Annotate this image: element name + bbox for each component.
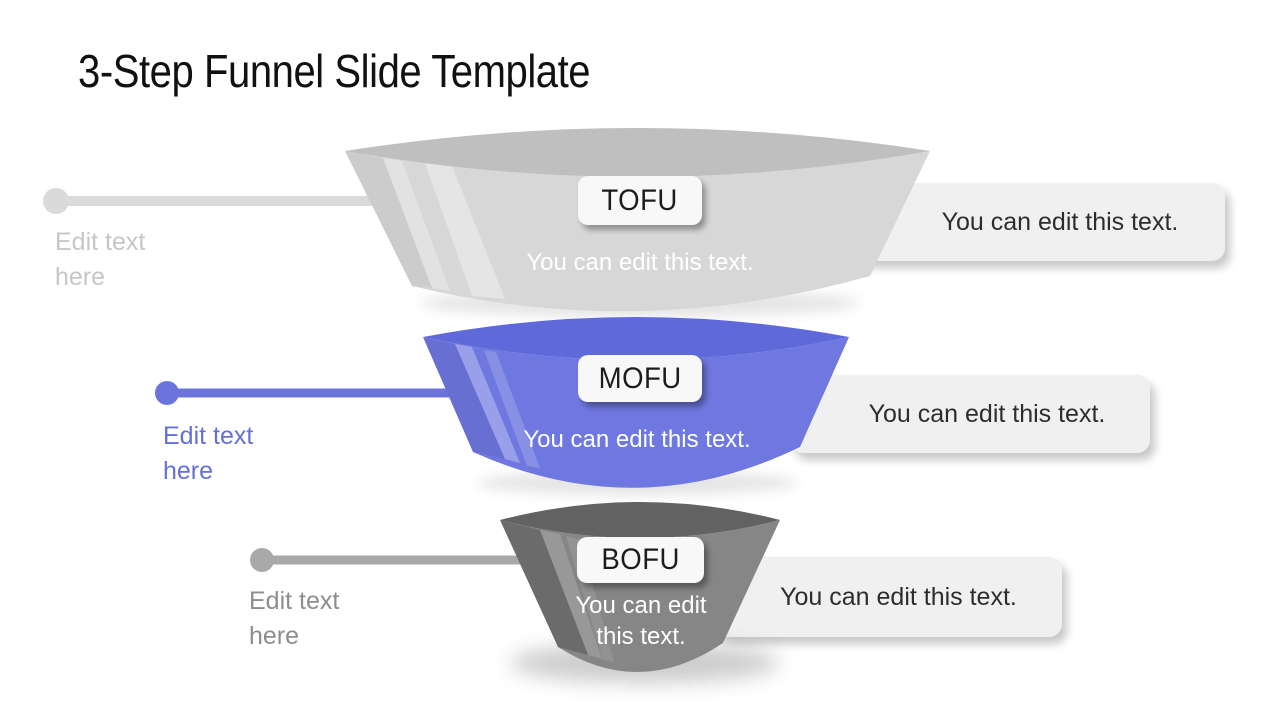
mofu-funnel-top[interactable] [423,317,849,360]
mofu-connector [155,381,480,405]
tofu-edit-label[interactable]: Edit text here [55,228,146,291]
tofu-note-box[interactable]: You can edit this text. [855,183,1225,261]
tofu-note-text: You can edit this text. [941,207,1179,236]
tofu-connector-dot [43,188,69,214]
tofu-tag[interactable]: TOFU [578,176,702,225]
bofu-tag-label: BOFU [601,543,680,576]
slide-title[interactable]: 3-Step Funnel Slide Template [78,45,591,97]
mofu-note-box[interactable]: You can edit this text. [790,375,1150,453]
mofu-tag[interactable]: MOFU [578,355,702,402]
bofu-edit-label[interactable]: Edit text here [249,587,340,650]
tofu-funnel-top[interactable] [345,128,930,177]
tofu-left-facet [345,151,432,288]
mofu-shadow [477,471,797,495]
bofu-note-text: You can edit this text. [780,582,1017,611]
mofu-tag-label: MOFU [598,361,682,395]
mofu-edit-label[interactable]: Edit text here [163,422,254,485]
mofu-funnel-text[interactable]: You can edit this text. [523,426,751,453]
bofu-connector [250,548,580,572]
tofu-highlight-2 [425,163,505,299]
tofu-tag-label: TOFU [601,183,679,217]
bofu-connector-dot [250,548,274,572]
tofu-shadow [420,289,860,317]
bofu-tag[interactable]: BOFU [577,537,704,583]
tofu-funnel-text[interactable]: You can edit this text. [526,249,754,276]
bofu-funnel-top[interactable] [500,502,780,538]
mofu-connector-dot [155,381,179,405]
bofu-funnel-text[interactable]: You can edit this text. [575,592,707,650]
mofu-note-text: You can edit this text. [868,399,1106,428]
bofu-note-box[interactable]: You can edit this text. [715,557,1062,637]
tofu-connector [43,188,420,214]
